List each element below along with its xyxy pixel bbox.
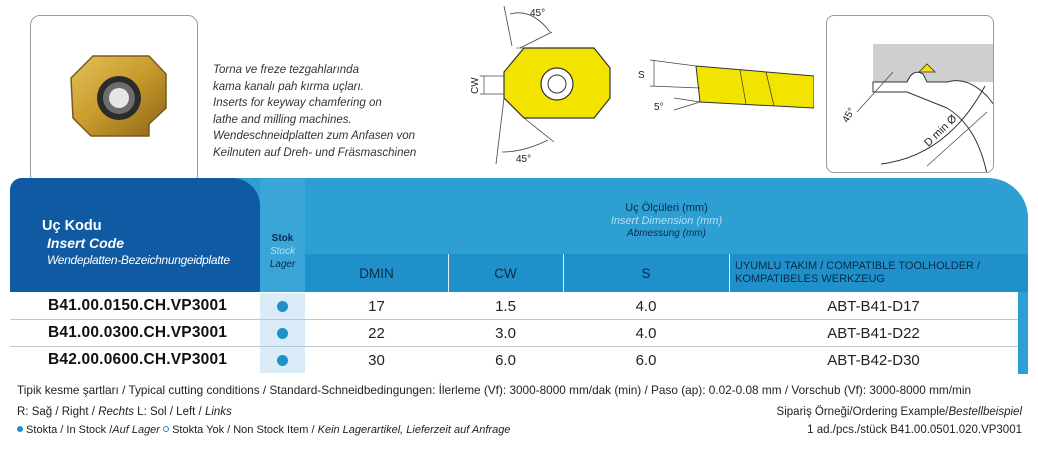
insert-code-header: [10, 178, 260, 292]
column-divider: [448, 254, 449, 374]
in-stock-dot-icon: [277, 327, 288, 339]
rl-text-italic: Links: [204, 406, 232, 418]
row-divider: [10, 319, 1028, 320]
stock-legend-text: Stokta / In Stock /: [23, 424, 113, 436]
angle-tool-label: 45°: [841, 106, 858, 125]
dmin-label: D min Ø: [922, 112, 960, 149]
ordering-title-text: Sipariş Örneği/Ordering Example/: [776, 406, 949, 418]
insert-top-view-diagram: 45° CW 45°: [470, 5, 611, 165]
dimension-title-de: Abmessung (mm): [627, 228, 706, 239]
insert-code-cell: B42.00.0600.CH.VP3001: [48, 351, 228, 368]
angle-side-label: 5°: [654, 102, 664, 113]
cw-cell: 3.0: [495, 324, 516, 342]
dimension-title-en: Insert Dimension (mm): [610, 215, 723, 227]
s-cell: 4.0: [635, 297, 657, 315]
rotation-legend: R: Sağ / Right / Rechts L: Sol / Left / …: [17, 406, 232, 418]
toolholder-detail-drawing: 45° D min Ø: [841, 44, 993, 172]
rl-text-italic: Rechts: [98, 406, 134, 418]
dmin-cell: 22: [368, 324, 385, 342]
dimension-title-tr: Uç Ölçüleri (mm): [625, 202, 708, 214]
insert-code-title-de: Wendeplatten-Bezeichnungeidplatte: [47, 253, 230, 267]
toolholder-header-line: KOMPATIBELES WERKZEUG: [735, 273, 885, 285]
ordering-example-title: Sipariş Örneği/Ordering Example/Bestellb…: [777, 406, 1022, 418]
rl-text: R: Sağ / Right /: [17, 406, 99, 418]
table-right-edge: [1018, 292, 1028, 374]
toolholder-header-line: UYUMLU TAKIM / COMPATIBLE TOOLHOLDER /: [735, 260, 981, 272]
stock-title-de: Lager: [269, 259, 296, 270]
description-line: lathe and milling machines.: [213, 113, 352, 126]
stock-title-tr: Stok: [271, 233, 294, 244]
product-description: Torna ve freze tezgahlarında kama kanalı…: [213, 62, 443, 161]
angle-top-label: 45°: [530, 8, 545, 19]
stock-cell: [260, 293, 305, 319]
insert-photo-image: [70, 55, 167, 137]
cutting-conditions-note: Tipik kesme şartları / Typical cutting c…: [17, 383, 972, 397]
description-line: Inserts for keyway chamfering on: [213, 97, 382, 109]
toolholder-cell: ABT-B41-D17: [827, 297, 920, 315]
product-table: Uç Kodu Insert Code Wendeplatten-Bezeich…: [10, 178, 1028, 374]
description-line: Torna ve freze tezgahlarında: [213, 64, 359, 76]
insert-code-cell: B41.00.0150.CH.VP3001: [48, 297, 228, 314]
insert-code-cell: B41.00.0300.CH.VP3001: [48, 324, 228, 341]
angle-bottom-label: 45°: [516, 154, 531, 165]
in-stock-dot-icon: [277, 300, 288, 312]
table-row: B42.00.0600.CH.VP3001 30 6.0 6.0 ABT-B42…: [10, 347, 1028, 373]
rl-text: L: Sol / Left /: [133, 406, 205, 418]
column-divider: [563, 254, 564, 374]
s-cell: 6.0: [635, 351, 657, 369]
dmin-cell: 30: [368, 351, 385, 369]
table-row: B41.00.0300.CH.VP3001 22 3.0 4.0 ABT-B41…: [10, 320, 1028, 346]
cw-cell: 6.0: [495, 351, 516, 369]
insert-side-view-diagram: S 5°: [638, 59, 814, 113]
description-line: Wendeschneidplatten zum Anfasen von: [213, 130, 416, 142]
table-body: B41.00.0150.CH.VP3001 17 1.5 4.0 ABT-B41…: [10, 292, 1028, 374]
ordering-example: 1 ad./pcs./stück B41.00.0501.020.VP3001: [807, 424, 1022, 436]
stock-legend-italic: Auf Lager: [112, 424, 160, 436]
dmin-cell: 17: [368, 297, 385, 315]
cw-label: CW: [470, 77, 481, 94]
stock-cell: [260, 320, 305, 346]
s-cell: 4.0: [635, 324, 657, 342]
cw-cell: 1.5: [495, 297, 516, 315]
column-header-dmin: DMIN: [359, 265, 394, 281]
description-line: Keilnuten auf Dreh- und Fräsmaschinen: [213, 146, 417, 159]
column-header-band: [305, 254, 1028, 292]
toolholder-cell: ABT-B42-D30: [827, 351, 920, 369]
nonstock-legend-text: Stokta Yok / Non Stock Item /: [169, 424, 318, 436]
table-row: B41.00.0150.CH.VP3001 17 1.5 4.0 ABT-B41…: [10, 293, 1028, 319]
row-divider: [10, 346, 1028, 347]
stock-title-en: Stock: [269, 246, 295, 257]
s-label: S: [638, 70, 645, 81]
stock-legend: Stokta / In Stock /Auf Lager Stokta Yok …: [17, 424, 510, 436]
stock-header: [260, 178, 305, 292]
toolholder-cell: ABT-B41-D22: [827, 324, 920, 342]
stock-cell: [260, 347, 305, 373]
ordering-title-italic: Bestellbeispiel: [948, 406, 1022, 418]
column-header-toolholder: UYUMLU TAKIM / COMPATIBLE TOOLHOLDER / K…: [729, 254, 1019, 292]
non-stock-dot-icon: [163, 426, 170, 432]
toolholder-detail-diagram: 45° D min Ø: [826, 15, 994, 173]
column-divider: [729, 254, 730, 374]
in-stock-dot-icon: [277, 354, 288, 366]
in-stock-dot-icon: [17, 426, 23, 432]
column-header-cw: CW: [494, 265, 517, 281]
column-header-s: S: [641, 265, 651, 281]
insert-photo: [30, 15, 198, 185]
description-line: kama kanalı pah kırma uçları.: [213, 80, 364, 93]
nonstock-legend-italic: Kein Lagerartikel, Lieferzeit auf Anfrag…: [317, 424, 511, 436]
insert-code-title-tr: Uç Kodu: [42, 218, 102, 234]
insert-code-title-en: Insert Code: [47, 235, 125, 251]
